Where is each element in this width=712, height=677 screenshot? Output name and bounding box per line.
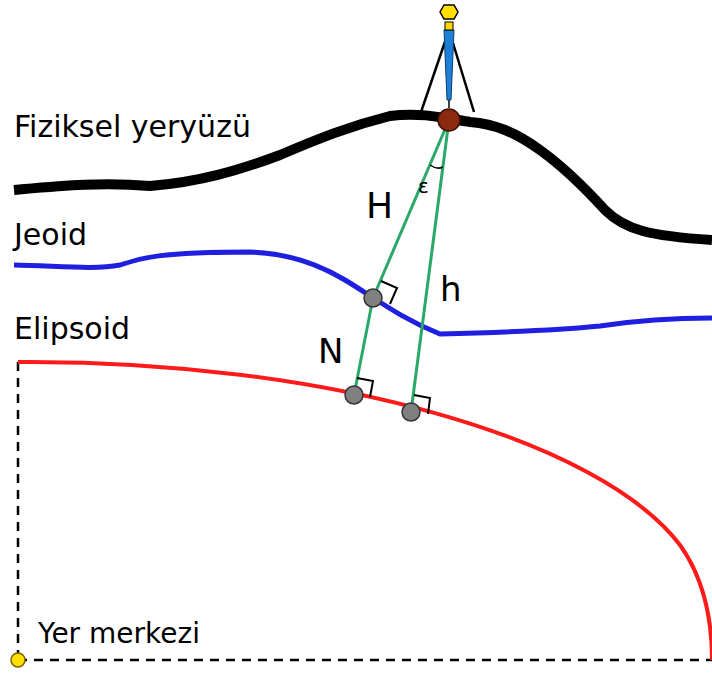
earth-center [11, 653, 25, 667]
center-label: Yer merkezi [38, 620, 200, 648]
ellipsoid-normal [411, 120, 449, 412]
right-angle-mark [381, 281, 397, 304]
ellipsoid-label: Elipsoid [14, 314, 130, 344]
geoid-label: Jeoid [14, 220, 87, 250]
gnss-pole [444, 30, 454, 100]
point [364, 289, 382, 307]
ellipsoid-curve [18, 362, 712, 660]
height-symbol: h [440, 272, 462, 306]
point [345, 386, 363, 404]
undulation-symbol: N [318, 334, 343, 368]
gnss-antenna [440, 5, 458, 19]
point [402, 403, 420, 421]
gnss-mount [445, 22, 453, 30]
station-point [438, 109, 460, 131]
height-symbol: H [366, 188, 393, 224]
surface-label: Fiziksel yeryüzü [14, 112, 251, 142]
axis-line [17, 362, 20, 660]
axis-line [18, 659, 712, 662]
angle-symbol: ε [418, 176, 429, 196]
angle-arc [430, 165, 443, 168]
